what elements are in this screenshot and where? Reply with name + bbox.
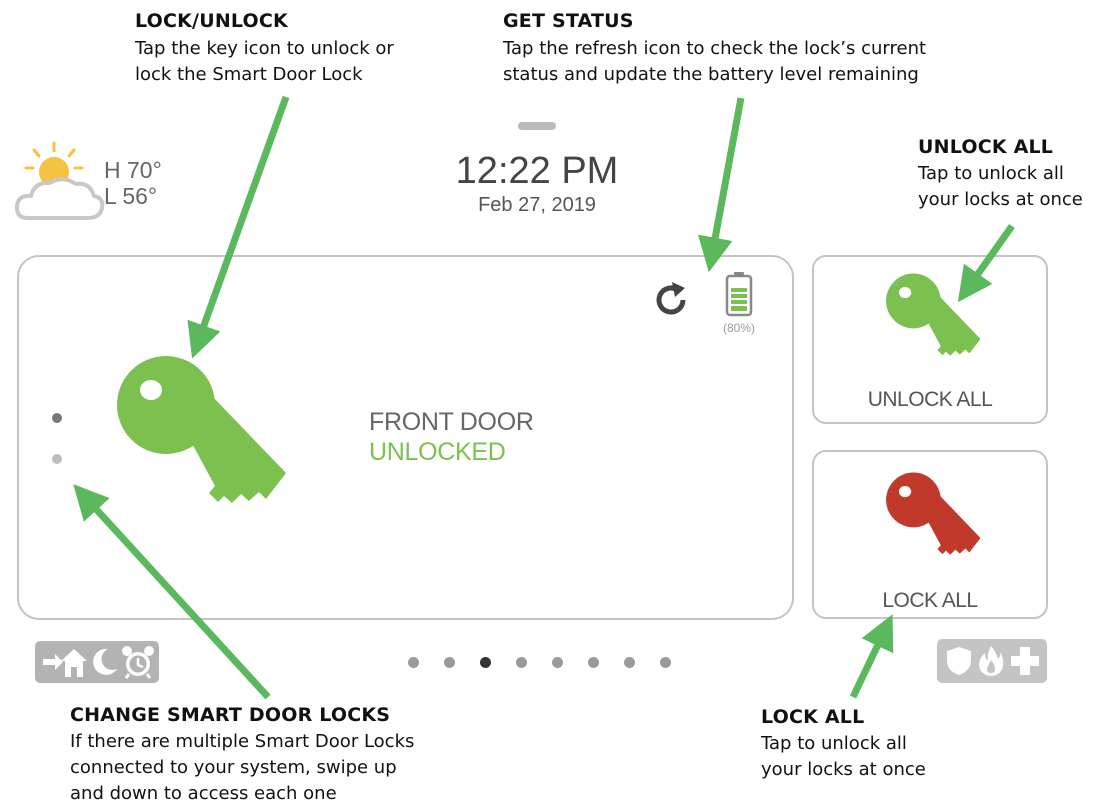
callout-lock-unlock-title: LOCK/UNLOCK xyxy=(135,10,288,32)
lock-panel[interactable]: (80%) FRONT DOOR UNLOCKED xyxy=(17,255,794,620)
callout-get-status-title: GET STATUS xyxy=(503,10,634,32)
page-dot[interactable] xyxy=(444,657,455,668)
lock-page-dot-active[interactable] xyxy=(52,413,62,423)
callout-line: Tap to unlock all xyxy=(761,733,907,754)
callout-unlock-all-title: UNLOCK ALL xyxy=(918,136,1054,158)
emergency-button[interactable] xyxy=(937,639,1047,683)
battery-icon xyxy=(725,272,753,317)
page-dot[interactable] xyxy=(552,657,563,668)
callout-line: and down to access each one xyxy=(70,783,337,804)
lock-name: FRONT DOOR xyxy=(369,408,534,436)
arrow-get-status xyxy=(697,97,745,273)
pull-down-handle[interactable] xyxy=(518,122,556,130)
partly-cloudy-icon xyxy=(14,141,105,220)
weather-low: L 56° xyxy=(104,183,158,209)
shield-icon xyxy=(947,647,971,675)
refresh-icon[interactable] xyxy=(651,280,691,320)
weather-high: H 70° xyxy=(104,157,162,183)
green-key-icon xyxy=(886,273,981,356)
callout-lock-all-body: Tap to unlock all your locks at once xyxy=(761,731,926,783)
arming-modes-button[interactable] xyxy=(35,641,159,683)
unlock-all-label: UNLOCK ALL xyxy=(867,388,993,411)
callout-change-locks-title: CHANGE SMART DOOR LOCKS xyxy=(70,704,391,726)
page-dot-active[interactable] xyxy=(480,657,491,668)
lock-status: UNLOCKED xyxy=(369,438,506,466)
callout-lock-unlock-body: Tap the key icon to unlock or lock the S… xyxy=(135,36,394,88)
lock-toggle-key-icon[interactable] xyxy=(111,355,291,525)
page-indicator[interactable] xyxy=(408,657,678,669)
callout-unlock-all-body: Tap to unlock all your locks at once xyxy=(918,161,1083,213)
clock-date: Feb 27, 2019 xyxy=(478,194,596,216)
lock-all-label: LOCK ALL xyxy=(882,589,978,612)
alarm-clock-icon xyxy=(122,646,154,679)
arrow-lock-all xyxy=(849,614,894,699)
lock-all-button[interactable]: LOCK ALL xyxy=(812,450,1048,619)
callout-line: status and update the battery level rema… xyxy=(503,64,919,85)
callout-lock-all-title: LOCK ALL xyxy=(761,706,865,728)
callout-line: connected to your system, swipe up xyxy=(70,757,397,778)
page-dot[interactable] xyxy=(588,657,599,668)
medical-cross-icon xyxy=(1011,647,1039,675)
battery-percent: (80%) xyxy=(722,321,755,335)
lock-page-dot[interactable] xyxy=(52,454,62,464)
clock-time: 12:22 PM xyxy=(455,150,619,192)
page-dot[interactable] xyxy=(408,657,419,668)
page-dot[interactable] xyxy=(516,657,527,668)
fire-icon xyxy=(979,646,1004,676)
callout-line: If there are multiple Smart Door Locks xyxy=(70,731,415,752)
callout-get-status-body: Tap the refresh icon to check the lock’s… xyxy=(503,36,926,88)
unlock-all-button[interactable]: UNLOCK ALL xyxy=(812,255,1048,424)
page-dot[interactable] xyxy=(660,657,671,668)
callout-line: your locks at once xyxy=(918,189,1083,210)
callout-line: Tap the key icon to unlock or xyxy=(135,38,394,59)
away-home-icon xyxy=(43,649,87,677)
callout-line: Tap the refresh icon to check the lock’s… xyxy=(503,38,927,59)
callout-line: lock the Smart Door Lock xyxy=(135,64,363,85)
weather-widget: H 70° L 56° xyxy=(14,140,184,225)
moon-icon xyxy=(93,648,117,675)
callout-line: your locks at once xyxy=(761,759,926,780)
page-dot[interactable] xyxy=(624,657,635,668)
callout-change-locks-body: If there are multiple Smart Door Locks c… xyxy=(70,729,414,807)
callout-line: Tap to unlock all xyxy=(918,163,1064,184)
red-key-icon xyxy=(886,472,981,555)
